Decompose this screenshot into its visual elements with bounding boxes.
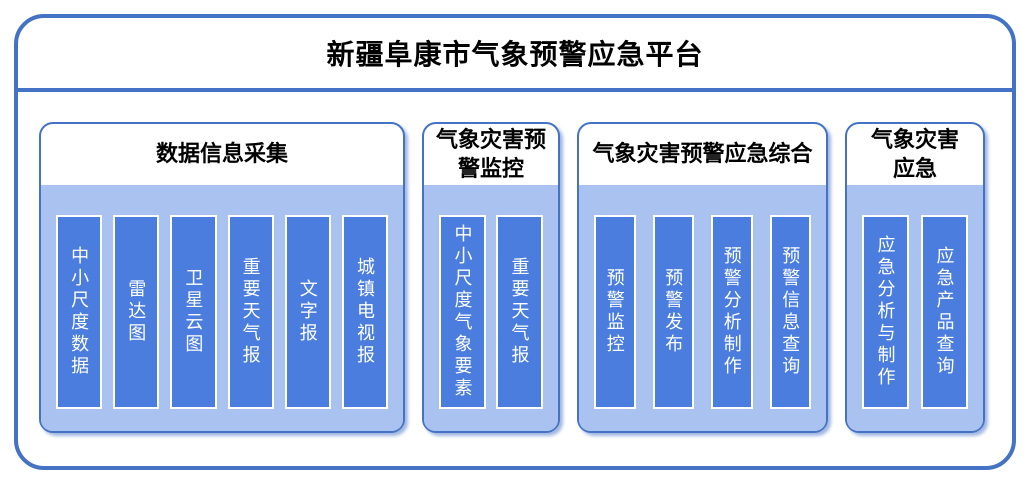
module-label: 预警分析制作 <box>721 246 742 378</box>
group-header: 数据信息采集 <box>155 141 288 167</box>
module-label: 应急产品查询 <box>934 246 955 378</box>
module-label: 预警信息查询 <box>780 246 801 378</box>
module-label: 雷达图 <box>126 279 147 345</box>
group-body: 中小尺度数据 雷达图 卫星云图 重要天气报 文字报 城镇电视报 <box>41 185 403 431</box>
module-bar: 重要天气报 <box>496 215 543 409</box>
group-body: 预警监控 预警发布 预警分析制作 预警信息查询 <box>579 185 826 431</box>
module-label: 重要天气报 <box>509 257 530 367</box>
module-label: 预警监控 <box>604 268 625 356</box>
group-header: 气象灾害预 警监控 <box>435 127 546 181</box>
module-label: 文字报 <box>297 279 318 345</box>
platform-title: 新疆阜康市气象预警应急平台 <box>326 39 704 70</box>
module-label: 预警发布 <box>663 268 684 356</box>
platform-frame: 新疆阜康市气象预警应急平台 数据信息采集 中小尺度数据 雷达图 卫星云图 重要天… <box>14 14 1016 470</box>
module-label: 重要天气报 <box>240 257 261 367</box>
module-bar: 卫星云图 <box>170 215 217 409</box>
module-bar: 城镇电视报 <box>341 215 389 409</box>
module-bar: 预警发布 <box>652 215 694 409</box>
module-bar: 应急产品查询 <box>921 215 968 409</box>
module-label: 中小尺度气象要素 <box>452 224 473 400</box>
group-body: 应急分析与制作 应急产品查询 <box>847 185 983 431</box>
group-disaster-emergency: 气象灾害 应急 应急分析与制作 应急产品查询 <box>845 122 985 433</box>
platform-title-bar: 新疆阜康市气象预警应急平台 <box>18 18 1012 92</box>
module-bar: 预警监控 <box>594 215 636 409</box>
module-bar: 雷达图 <box>113 215 160 409</box>
module-label: 应急分析与制作 <box>875 235 896 389</box>
module-bar: 文字报 <box>284 215 331 409</box>
groups-row: 数据信息采集 中小尺度数据 雷达图 卫星云图 重要天气报 文字报 城镇电视报 气… <box>18 92 1012 433</box>
group-header: 气象灾害 应急 <box>870 127 959 181</box>
group-body: 中小尺度气象要素 重要天气报 <box>424 185 558 431</box>
module-bar: 预警分析制作 <box>711 215 753 409</box>
module-label: 卫星云图 <box>183 268 204 356</box>
group-header: 气象灾害预警应急综合 <box>592 141 813 167</box>
module-bar: 应急分析与制作 <box>862 215 909 409</box>
module-bar: 中小尺度数据 <box>56 215 103 409</box>
module-label: 城镇电视报 <box>354 257 375 367</box>
group-warning-monitoring: 气象灾害预 警监控 中小尺度气象要素 重要天气报 <box>422 122 560 433</box>
module-bar: 重要天气报 <box>227 215 274 409</box>
module-label: 中小尺度数据 <box>69 246 90 378</box>
module-bar: 中小尺度气象要素 <box>439 215 486 409</box>
group-warning-emergency-comprehensive: 气象灾害预警应急综合 预警监控 预警发布 预警分析制作 预警信息查询 <box>577 122 828 433</box>
module-bar: 预警信息查询 <box>769 215 811 409</box>
group-data-collection: 数据信息采集 中小尺度数据 雷达图 卫星云图 重要天气报 文字报 城镇电视报 <box>39 122 405 433</box>
